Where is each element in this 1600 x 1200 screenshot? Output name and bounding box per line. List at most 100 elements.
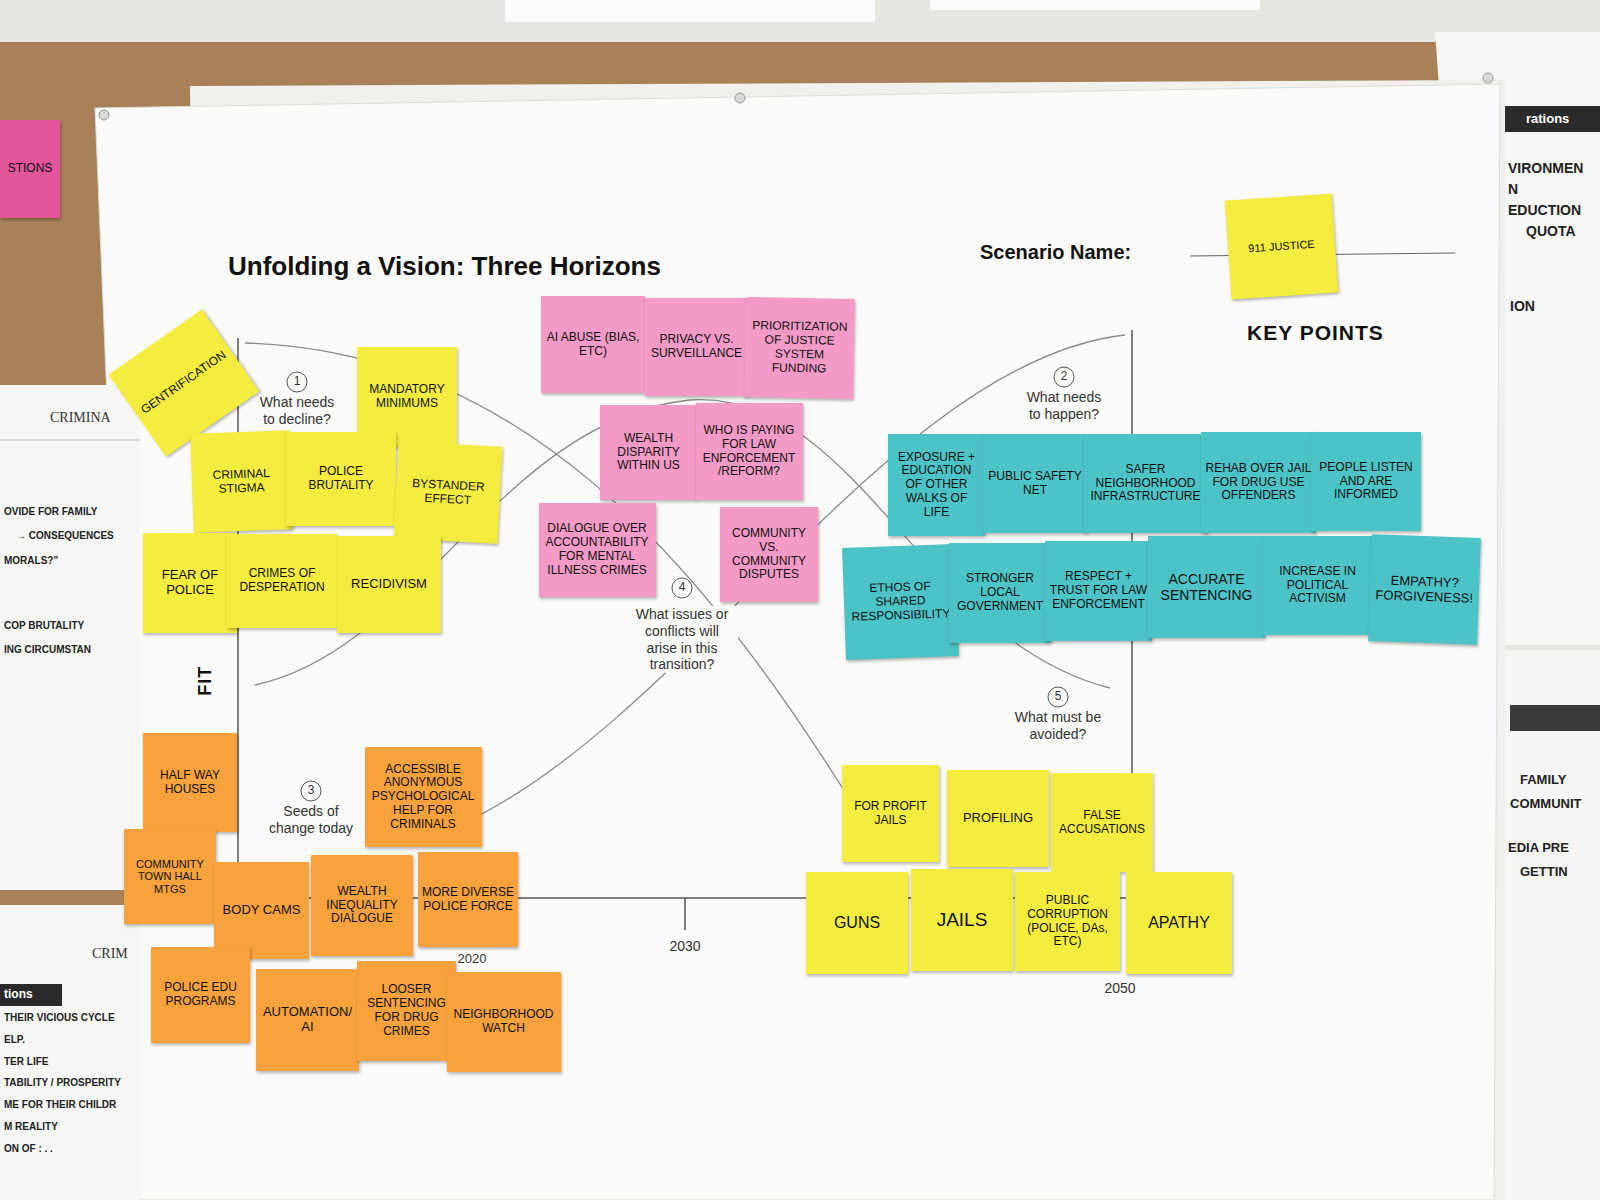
note-text: PRIVACY VS. SURVEILLANCE: [649, 333, 744, 361]
handwritten-note: ELP.: [4, 1034, 25, 1046]
note-text: COMMUNITY VS. COMMUNITY DISPUTES: [724, 527, 814, 582]
push-pin: [99, 110, 109, 120]
note-text: GENTRIFICATION: [137, 347, 232, 419]
sticky-note: INCREASE IN POLITICAL ACTIVISM: [1263, 536, 1372, 635]
paper-sheet: [930, 0, 1260, 10]
note-text: RESPECT + TRUST FOR LAW ENFORCEMENT: [1049, 570, 1148, 611]
handwritten-note: VIRONMEN: [1508, 160, 1583, 177]
note-text: FOR PROFIT JAILS: [846, 800, 935, 828]
number-circle: [1054, 367, 1074, 387]
sticky-note: REHAB OVER JAIL FOR DRUG USE OFFENDERS: [1201, 432, 1316, 533]
note-text: CRIMES OF DESPERATION: [231, 567, 333, 595]
year-label: 2050: [1104, 980, 1135, 997]
handwritten-note: THEIR VICIOUS CYCLE: [4, 1012, 115, 1024]
sticky-note: NEIGHBORHOOD WATCH: [447, 972, 561, 1072]
note-text: POLICE EDU PROGRAMS: [155, 981, 246, 1009]
sticky-note: RECIDIVISM: [337, 536, 441, 633]
sheet-heading: CRIMINA: [50, 410, 111, 427]
handwritten-note: COP BRUTALITY: [4, 620, 84, 632]
sheet-header-bar: [1502, 106, 1600, 132]
sticky-note: ACCURATE SENTENCING: [1148, 536, 1265, 638]
note-text: ETHOS OF SHARED RESPONSIBILITY: [847, 579, 953, 624]
note-text: PROFILING: [951, 811, 1045, 826]
handwritten-note: EDIA PRE: [1508, 840, 1569, 856]
paper-sheet: [505, 0, 875, 22]
key-points-heading: KEY POINTS: [1247, 320, 1384, 345]
handwritten-note: M REALITY: [4, 1121, 58, 1133]
handwritten-note: MORALS?": [4, 555, 58, 567]
number-circle: [1048, 687, 1068, 707]
sheet-heading: CRIM: [92, 946, 128, 963]
sticky-note: SAFER NEIGHBORHOOD INFRASTRUCTURE: [1084, 434, 1208, 533]
sticky-note: CRIMES OF DESPERATION: [227, 534, 337, 628]
sticky-note: 911 JUSTICE: [1225, 193, 1339, 299]
note-text: JAILS: [915, 909, 1009, 931]
sticky-note: COMMUNITY TOWN HALL MTGS: [124, 829, 216, 924]
note-text: PUBLIC SAFETY NET: [987, 470, 1083, 498]
note-text: ACCESSIBLE ANONYMOUS PSYCHOLOGICAL HELP …: [369, 763, 478, 832]
sticky-note: BODY CAMS: [214, 862, 309, 959]
callout-number: 2: [1054, 369, 1074, 383]
callout-number: 3: [301, 783, 321, 797]
note-text: RECIDIVISM: [341, 577, 437, 592]
number-circle: [301, 781, 321, 801]
sticky-note: ETHOS OF SHARED RESPONSIBILITY: [842, 544, 959, 660]
note-text: WHO IS PAYING FOR LAW ENFORCEMENT /REFOR…: [700, 424, 799, 479]
year-label: 2030: [669, 938, 700, 955]
note-text: NEIGHBORHOOD WATCH: [451, 1008, 557, 1036]
callout-number: 4: [672, 580, 692, 594]
handwritten-note: QUOTA: [1526, 223, 1576, 240]
horizon-curve: [255, 400, 1110, 688]
poster: [95, 84, 1500, 1200]
sticky-note: HALF WAY HOUSES: [143, 733, 237, 832]
sticky-note: COMMUNITY VS. COMMUNITY DISPUTES: [720, 507, 818, 602]
axis-tick: [684, 898, 686, 930]
note-text: WEALTH DISPARITY WITHIN US: [604, 432, 693, 473]
handwritten-note: ION: [1510, 298, 1535, 315]
note-text: ACCURATE SENTENCING: [1152, 571, 1261, 603]
handwritten-note: TER LIFE: [4, 1056, 48, 1068]
sticky-note: DIALOGUE OVER ACCOUNTABILITY FOR MENTAL …: [539, 503, 656, 597]
horizon-curve: [480, 335, 1125, 815]
note-text: FEAR OF POLICE: [147, 568, 233, 598]
sheet-header-bar: [0, 984, 62, 1006]
sticky-note: AUTOMATION/ AI: [256, 969, 359, 1071]
note-text: MANDATORY MINIMUMS: [361, 383, 453, 411]
prompt-text: What issues or conflicts will arise in t…: [626, 606, 738, 673]
push-pin: [735, 93, 745, 103]
note-text: PEOPLE LISTEN AND ARE INFORMED: [1315, 461, 1417, 502]
note-text: COMMUNITY TOWN HALL MTGS: [128, 858, 212, 896]
push-pin: [1483, 73, 1493, 83]
handwritten-note: → CONSEQUENCES: [16, 530, 114, 542]
year-label: 2020: [458, 951, 487, 967]
note-text: 911 JUSTICE: [1232, 237, 1332, 257]
sticky-note: WHO IS PAYING FOR LAW ENFORCEMENT /REFOR…: [696, 403, 803, 500]
sticky-note: APATHY: [1126, 872, 1232, 974]
sticky-note: GUNS: [806, 872, 908, 974]
handwritten-note: ING CIRCUMSTAN: [4, 644, 91, 656]
note-text: LOOSER SENTENCING FOR DRUG CRIMES: [361, 983, 452, 1038]
note-text: EXPOSURE + EDUCATION OF OTHER WALKS OF L…: [892, 451, 981, 520]
sticky-note: WEALTH DISPARITY WITHIN US: [600, 405, 697, 500]
note-text: INCREASE IN POLITICAL ACTIVISM: [1267, 565, 1368, 606]
note-text: SAFER NEIGHBORHOOD INFRASTRUCTURE: [1088, 463, 1204, 504]
sticky-note: FALSE ACCUSATIONS: [1051, 773, 1153, 872]
note-text: STRONGER LOCAL GOVERNMENT: [953, 572, 1047, 613]
note-text: REHAB OVER JAIL FOR DRUG USE OFFENDERS: [1205, 462, 1312, 503]
paper-sheet: [0, 385, 140, 890]
note-text: FALSE ACCUSATIONS: [1055, 809, 1149, 837]
sticky-note: STRONGER LOCAL GOVERNMENT: [949, 543, 1051, 643]
note-text: CRIMINAL STIGMA: [196, 466, 288, 497]
handwritten-note: GETTIN: [1520, 864, 1568, 880]
sticky-note: PRIORITIZATION OF JUSTICE SYSTEM FUNDING: [744, 297, 855, 399]
paper-sheet: [0, 905, 140, 1200]
sheet-rule: [0, 440, 140, 441]
note-text: WEALTH INEQUALITY DIALOGUE: [315, 885, 409, 926]
sticky-note: PUBLIC SAFETY NET: [983, 434, 1087, 533]
note-text: PUBLIC CORRUPTION (POLICE, DAs, ETC): [1019, 894, 1116, 949]
sticky-note: RESPECT + TRUST FOR LAW ENFORCEMENT: [1045, 541, 1152, 641]
handwritten-note: N: [1508, 181, 1518, 198]
note-text: GUNS: [810, 914, 904, 932]
note-text: STIONS: [4, 162, 56, 176]
